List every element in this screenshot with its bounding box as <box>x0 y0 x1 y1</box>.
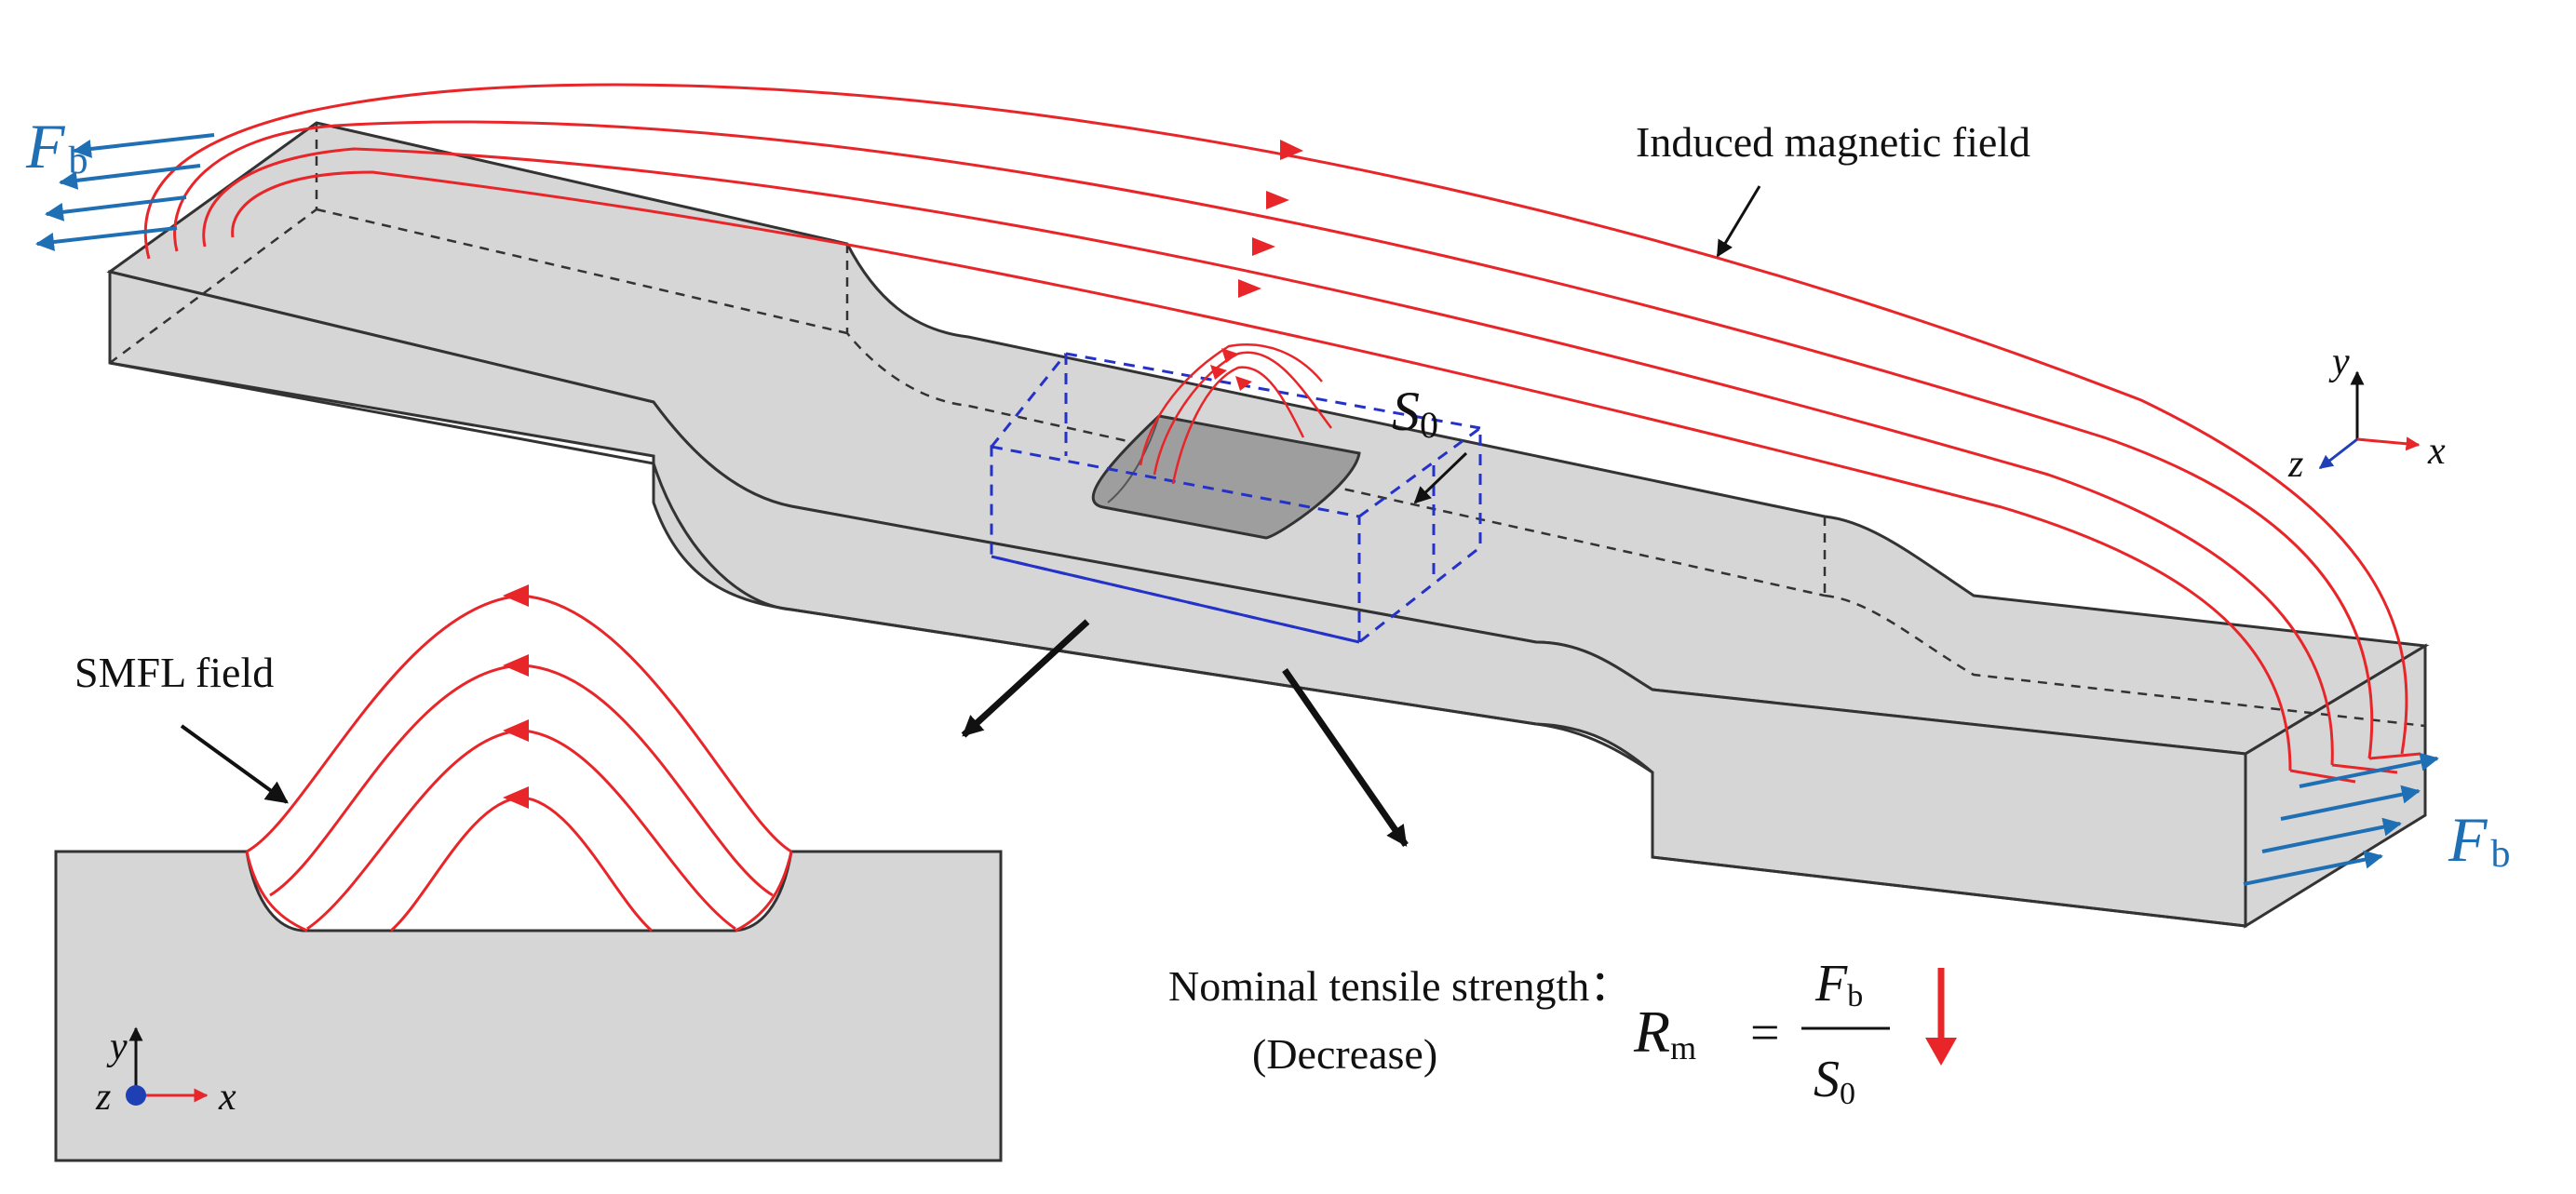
cross-section-box <box>990 352 1482 644</box>
force-label-left: Fb <box>25 111 88 182</box>
fraction-denominator: S0 <box>1814 1051 1855 1111</box>
force-arrows-right <box>2243 752 2439 886</box>
rm-symbol: Rm <box>1633 999 1696 1067</box>
specimen-end-face <box>2244 643 2427 929</box>
smfl-pointer <box>180 724 289 804</box>
inset-plate <box>54 850 1003 1162</box>
axis-y-label: y <box>2328 341 2350 383</box>
nominal-strength-formula: Nominal tensile strength： (Decrease) Rm … <box>1168 955 1957 1111</box>
equals-sign: = <box>1750 1004 1780 1062</box>
hidden-edges <box>109 123 2426 728</box>
induced-field-lines <box>143 83 2421 784</box>
force-label-right: Fb <box>2448 804 2511 876</box>
axis-triad-inset: y x z <box>95 1026 236 1119</box>
axis-triad-main: y x z <box>2287 341 2446 486</box>
induced-field-label: Induced magnetic field <box>1636 118 2030 166</box>
axis-x-label: x <box>2427 430 2446 473</box>
smfl-field-label: SMFL field <box>74 649 274 696</box>
defect-notch <box>1091 414 1361 540</box>
fraction-numerator: Fb <box>1814 955 1863 1013</box>
formula-pointer-arrow <box>1282 668 1409 847</box>
inset-field-lines <box>245 594 793 932</box>
axis-z-label: z <box>2287 443 2303 486</box>
s0-pointer <box>1413 451 1468 504</box>
decrease-label: (Decrease) <box>1252 1030 1437 1078</box>
smfl-detail-inset: SMFL field y x z <box>54 584 1003 1162</box>
detail-pointer-arrow <box>961 619 1090 738</box>
nominal-strength-label: Nominal tensile strength： <box>1168 962 1632 1010</box>
force-arrows-left <box>35 133 215 251</box>
inset-axis-y-label: y <box>106 1026 128 1068</box>
inset-axis-z-label: z <box>95 1076 111 1119</box>
s0-label: S0 <box>1392 381 1438 446</box>
defect-leakage-lines <box>1139 343 1333 485</box>
inset-axis-x-label: x <box>218 1076 236 1119</box>
induced-field-pointer <box>1716 185 1761 258</box>
